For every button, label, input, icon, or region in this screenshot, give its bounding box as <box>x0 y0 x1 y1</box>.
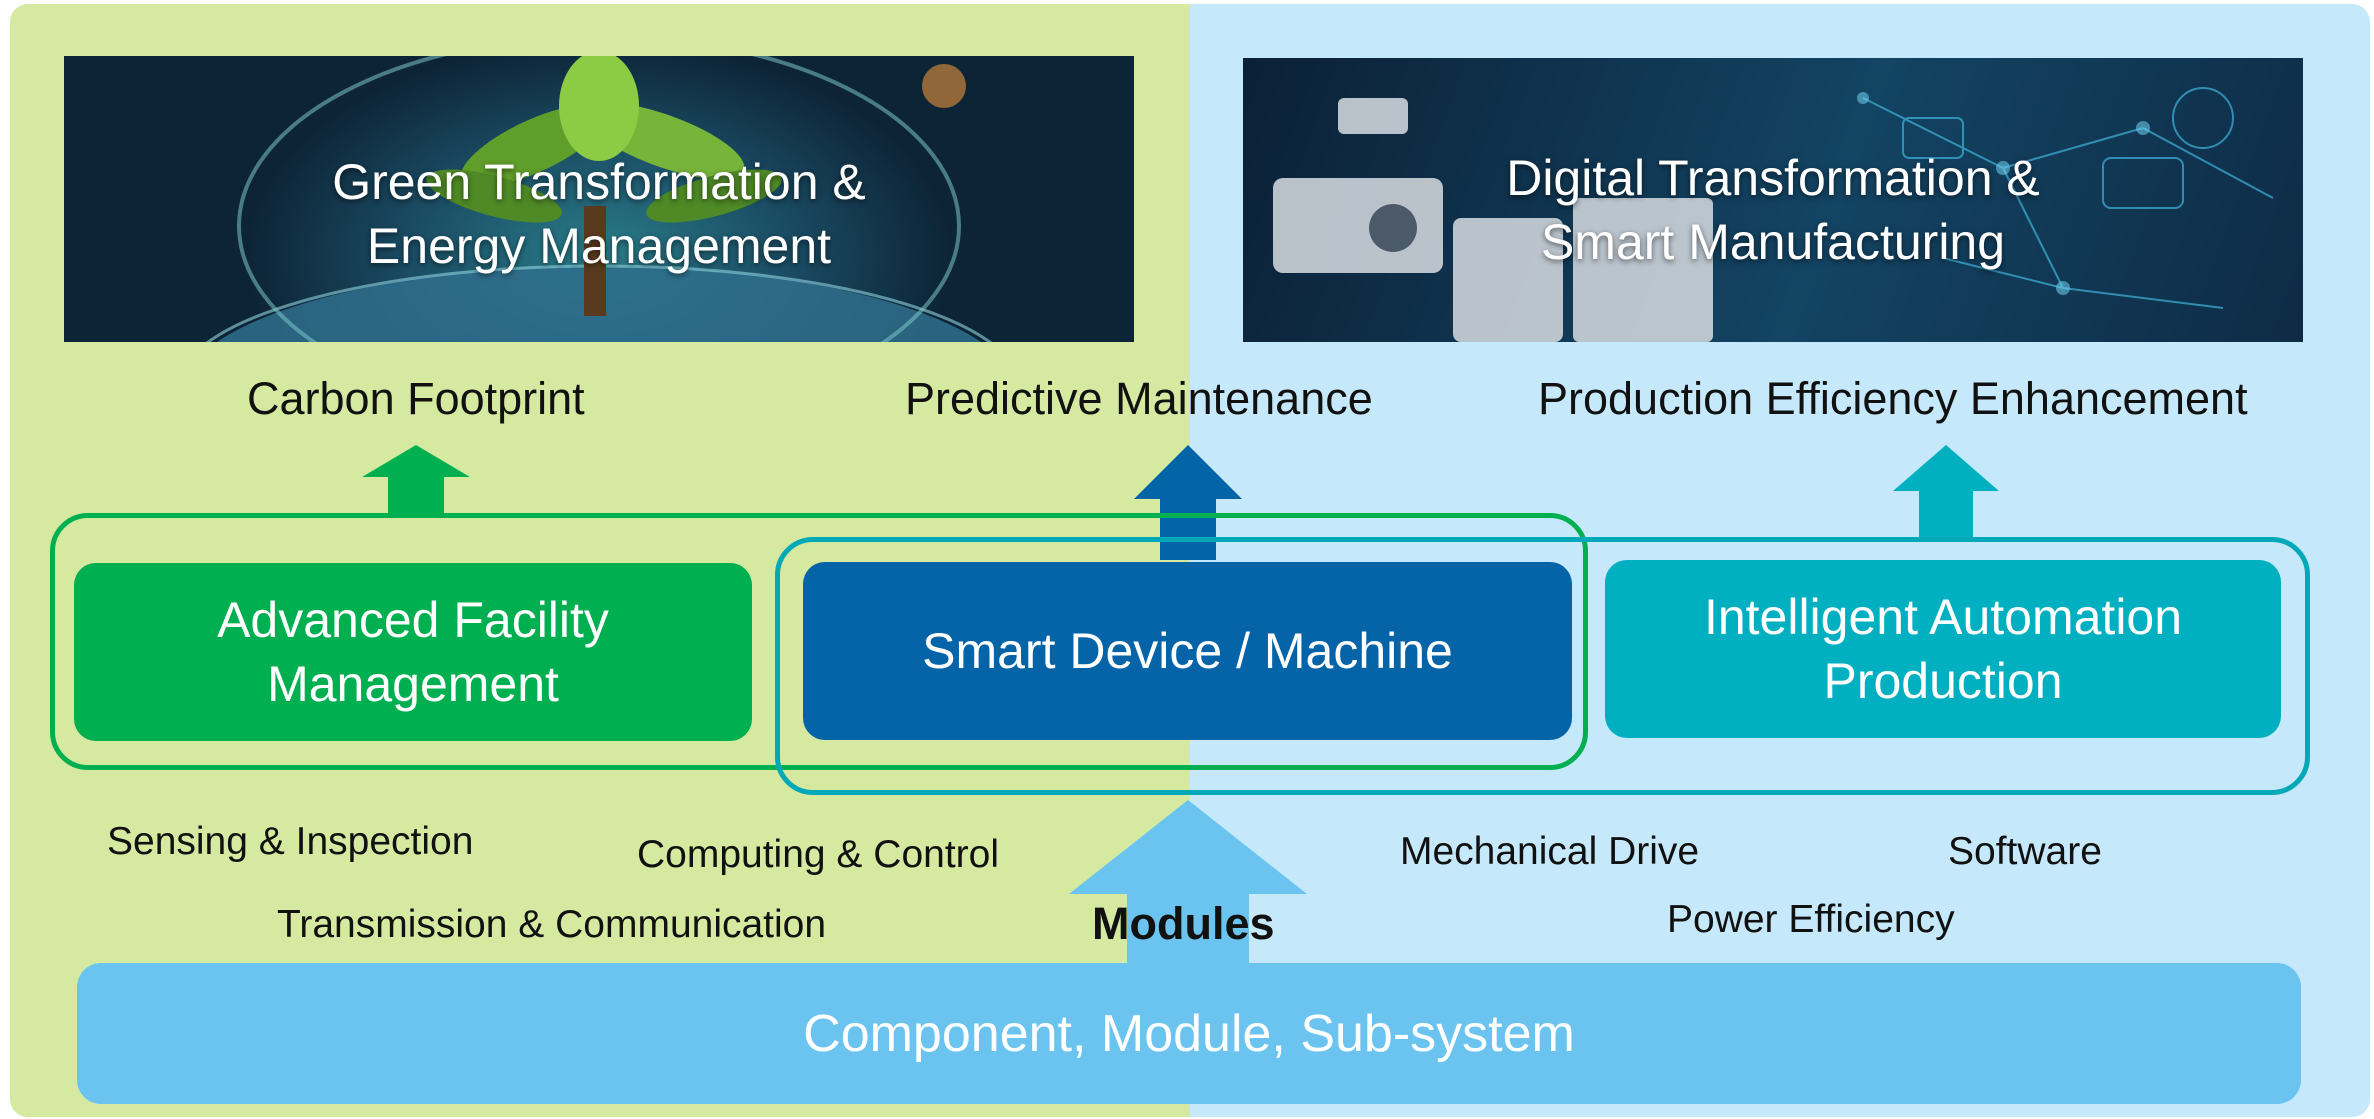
component-module-subsystem-bar: Component, Module, Sub-system <box>77 963 2301 1104</box>
earth-plant-icon <box>205 56 993 342</box>
intelligent-automation-production-box: Intelligent Automation Production <box>1605 560 2281 738</box>
green-group-outline <box>50 513 1588 770</box>
efficiency-up-arrow-icon <box>1893 445 1999 537</box>
digital-group-outline <box>775 537 2310 795</box>
modules-up-arrow-icon <box>1069 800 1307 965</box>
green-banner: Green Transformation & Energy Management <box>64 56 1134 342</box>
transmission-communication-label: Transmission & Communication <box>277 903 827 946</box>
software-label: Software <box>1948 830 2102 873</box>
green-banner-title: Green Transformation & Energy Management <box>332 154 866 274</box>
power-efficiency-label: Power Efficiency <box>1667 898 1955 941</box>
predictive-maintenance-label: Predictive Maintenance <box>905 373 1373 424</box>
sensing-inspection-label: Sensing & Inspection <box>107 820 474 863</box>
smart-device-machine-box: Smart Device / Machine <box>803 562 1572 740</box>
carbon-footprint-label: Carbon Footprint <box>247 373 585 424</box>
production-efficiency-label: Production Efficiency Enhancement <box>1538 373 2248 424</box>
advanced-facility-management-box: Advanced Facility Management <box>74 563 752 741</box>
circuit-network-icon <box>1273 87 2274 342</box>
digital-banner-title: Digital Transformation & Smart Manufactu… <box>1506 150 2040 270</box>
modules-label: Modules <box>1092 898 1275 949</box>
computing-control-label: Computing & Control <box>637 833 1000 876</box>
mechanical-drive-label: Mechanical Drive <box>1400 830 1700 873</box>
predictive-up-arrow-icon <box>1134 445 1242 560</box>
carbon-up-arrow-icon <box>362 445 470 515</box>
digital-banner: Digital Transformation & Smart Manufactu… <box>1243 58 2303 342</box>
